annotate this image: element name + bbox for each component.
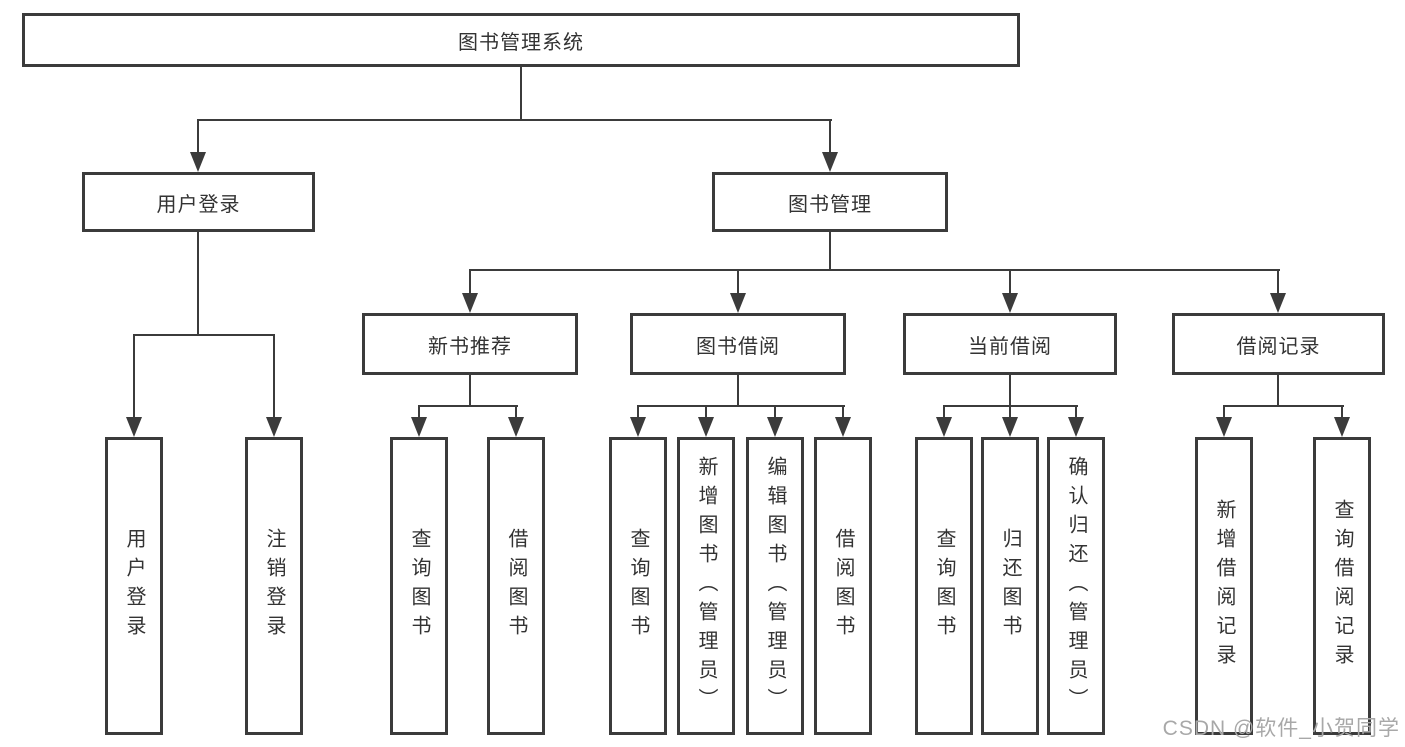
connector-arrowhead-icon	[266, 417, 282, 437]
leaf-user-login: 用户登录	[105, 437, 163, 735]
connector-arrowhead-icon	[1002, 417, 1018, 437]
connector-arrowhead-icon	[462, 293, 478, 313]
connector-arrowhead-icon	[1216, 417, 1232, 437]
leaf-borrow-books-recommend: 借阅图书	[487, 437, 545, 735]
csdn-watermark: CSDN @软件_小贺同学	[1162, 717, 1400, 740]
leaf-return-books: 归还图书	[981, 437, 1039, 735]
node-user-login: 用户登录	[82, 172, 315, 232]
leaf-confirm-return-admin: 确认归还（管理员）	[1047, 437, 1105, 735]
connector-line	[637, 405, 845, 407]
connector-line	[273, 334, 275, 420]
connector-line	[197, 119, 832, 121]
connector-line	[133, 334, 275, 336]
connector-line	[1009, 375, 1011, 406]
connector-arrowhead-icon	[411, 417, 427, 437]
connector-line	[1277, 269, 1279, 297]
connector-line	[520, 67, 522, 120]
leaf-query-books-borrowing: 查询图书	[609, 437, 667, 735]
connector-arrowhead-icon	[1270, 293, 1286, 313]
connector-line	[842, 405, 844, 419]
connector-line	[1223, 405, 1344, 407]
connector-line	[637, 405, 639, 419]
connector-line	[774, 405, 776, 419]
connector-line	[197, 232, 199, 335]
connector-line	[829, 232, 831, 270]
connector-line	[515, 405, 517, 419]
node-book-management: 图书管理	[712, 172, 948, 232]
connector-arrowhead-icon	[936, 417, 952, 437]
node-root-book-management-system: 图书管理系统	[22, 13, 1020, 67]
connector-line	[737, 375, 739, 406]
connector-arrowhead-icon	[1068, 417, 1084, 437]
connector-line	[705, 405, 707, 419]
connector-arrowhead-icon	[1334, 417, 1350, 437]
leaf-add-books-admin: 新增图书（管理员）	[677, 437, 735, 735]
leaf-logout: 注销登录	[245, 437, 303, 735]
connector-line	[1341, 405, 1343, 419]
connector-line	[197, 119, 199, 155]
node-borrowing-records: 借阅记录	[1172, 313, 1385, 375]
connector-arrowhead-icon	[822, 152, 838, 172]
connector-arrowhead-icon	[767, 417, 783, 437]
connector-arrowhead-icon	[835, 417, 851, 437]
connector-arrowhead-icon	[698, 417, 714, 437]
connector-line	[829, 119, 831, 155]
connector-line	[1223, 405, 1225, 419]
connector-arrowhead-icon	[630, 417, 646, 437]
connector-line	[418, 405, 518, 407]
leaf-borrow-books: 借阅图书	[814, 437, 872, 735]
connector-line	[469, 375, 471, 406]
connector-arrowhead-icon	[126, 417, 142, 437]
connector-line	[1009, 269, 1011, 297]
connector-line	[133, 334, 135, 420]
connector-line	[1075, 405, 1077, 419]
connector-line	[1277, 375, 1279, 406]
connector-arrowhead-icon	[1002, 293, 1018, 313]
connector-line	[418, 405, 420, 419]
leaf-query-books-current: 查询图书	[915, 437, 973, 735]
leaf-edit-books-admin: 编辑图书（管理员）	[746, 437, 804, 735]
connector-line	[943, 405, 945, 419]
connector-line	[469, 269, 1280, 271]
leaf-add-borrow-record: 新增借阅记录	[1195, 437, 1253, 735]
leaf-query-books-recommend: 查询图书	[390, 437, 448, 735]
connector-line	[469, 269, 471, 297]
connector-arrowhead-icon	[508, 417, 524, 437]
connector-line	[737, 269, 739, 297]
connector-arrowhead-icon	[190, 152, 206, 172]
node-new-book-recommendation: 新书推荐	[362, 313, 578, 375]
connector-arrowhead-icon	[730, 293, 746, 313]
connector-line	[1009, 405, 1011, 419]
node-book-borrowing: 图书借阅	[630, 313, 846, 375]
node-current-borrowing: 当前借阅	[903, 313, 1117, 375]
leaf-query-borrow-record: 查询借阅记录	[1313, 437, 1371, 735]
